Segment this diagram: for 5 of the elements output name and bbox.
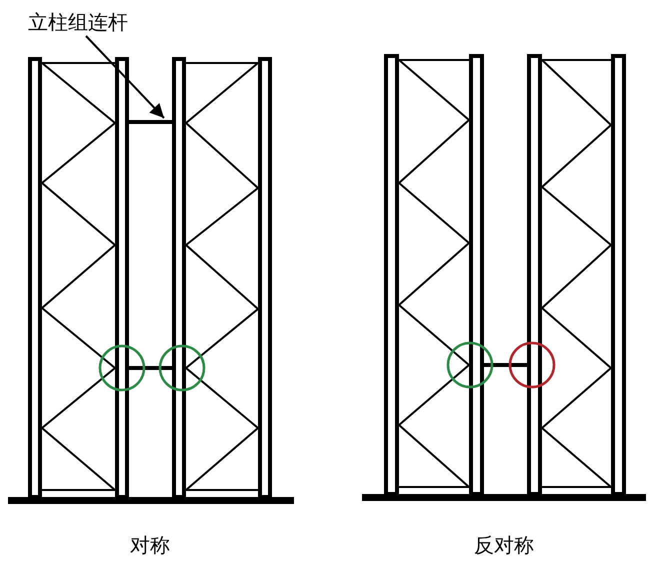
leader-line <box>85 35 165 119</box>
callout-label: 立柱组连杆 <box>28 10 128 34</box>
connector-bar <box>129 120 172 124</box>
caption: 对称 <box>130 533 170 557</box>
caption: 反对称 <box>474 533 534 557</box>
